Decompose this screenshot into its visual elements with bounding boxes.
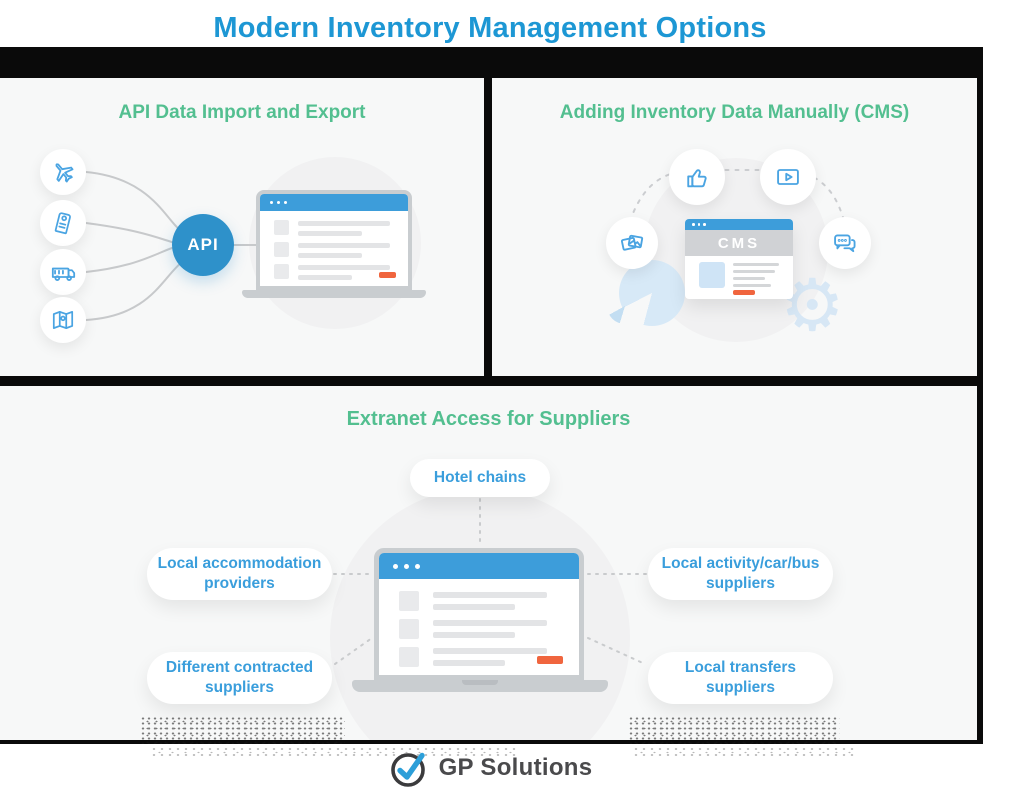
- cms-browser-window: CMS: [685, 219, 793, 299]
- supplier-pill-local-transfers: Local transfers suppliers: [648, 652, 833, 704]
- placeholder-line: [433, 592, 547, 598]
- border-bottom-edge: [0, 740, 983, 744]
- checkmark-circle-icon: [390, 752, 425, 787]
- video-player-icon: [777, 169, 799, 185]
- pie-slice-icon: [607, 288, 643, 324]
- bubble-video: [760, 149, 816, 205]
- placeholder-line: [433, 648, 547, 654]
- bubble-van: [40, 249, 86, 295]
- image-placeholder: [699, 262, 725, 288]
- placeholder-line: [733, 284, 771, 287]
- thumbs-up-icon: [687, 169, 707, 188]
- placeholder-thumb: [399, 591, 419, 611]
- border-vertical-divider: [484, 78, 492, 380]
- cta-button-placeholder: [537, 656, 563, 664]
- bubble-chat: [819, 217, 871, 269]
- window-dot: [415, 563, 420, 569]
- supplier-pill-different-contracted: Different contracted suppliers: [147, 652, 332, 704]
- supplier-pill-local-activity: Local activity/car/bus suppliers: [648, 548, 833, 600]
- bubble-map: [40, 297, 86, 343]
- supplier-pill-hotel-chains: Hotel chains: [410, 459, 550, 497]
- cta-button-placeholder: [733, 290, 755, 295]
- placeholder-line: [298, 221, 390, 226]
- placeholder-line: [433, 660, 505, 666]
- brand-name: GP Solutions: [438, 754, 593, 781]
- border-middle-band: [0, 376, 983, 386]
- airplane-icon: [55, 162, 73, 182]
- laptop-base: [242, 290, 426, 298]
- placeholder-line: [298, 275, 352, 280]
- panel-api-heading: API Data Import and Export: [118, 102, 366, 123]
- bubble-thumbs-up: [669, 149, 725, 205]
- bubble-airplane: [40, 149, 86, 195]
- border-top-band: [0, 47, 983, 78]
- extranet-laptop-screen: [374, 548, 584, 680]
- panel-api: API Data Import and Export: [0, 78, 484, 376]
- border-right-edge: [977, 47, 983, 744]
- placeholder-line: [298, 243, 390, 248]
- placeholder-line: [433, 604, 515, 610]
- window-dot: [277, 201, 280, 204]
- placeholder-line: [733, 263, 779, 266]
- window-dot: [692, 223, 695, 226]
- placeholder-thumb: [399, 647, 419, 667]
- window-dot: [270, 201, 273, 204]
- window-dot: [393, 563, 398, 569]
- window-titlebar: [260, 194, 408, 211]
- placeholder-line: [298, 265, 390, 270]
- panel-extranet-heading: Extranet Access for Suppliers: [346, 408, 631, 430]
- cms-banner: CMS: [685, 230, 793, 256]
- placeholder-line: [298, 253, 362, 258]
- bubble-tag: [40, 200, 86, 246]
- placeholder-thumb: [274, 220, 289, 235]
- supplier-pill-local-accommodation: Local accommodation providers: [147, 548, 332, 600]
- api-hub-badge: API: [172, 214, 234, 276]
- placeholder-line: [433, 632, 515, 638]
- window-dot: [284, 201, 287, 204]
- window-titlebar: [685, 219, 793, 230]
- door-hanger-tag-icon: [54, 212, 71, 235]
- panel-extranet: Extranet Access for Suppliers: [0, 386, 977, 740]
- window-dot: [703, 223, 706, 226]
- placeholder-line: [433, 620, 547, 626]
- photos-icon: [620, 234, 644, 251]
- shuttle-van-icon: [51, 267, 75, 281]
- laptop-notch: [462, 680, 498, 685]
- window-dot: [404, 563, 409, 569]
- laptop-base: [352, 680, 608, 692]
- placeholder-thumb: [399, 619, 419, 639]
- page-title: Modern Inventory Management Options: [213, 12, 767, 44]
- panel-cms: Adding Inventory Data Manually (CMS) ⚙: [492, 78, 977, 376]
- placeholder-line: [733, 277, 765, 280]
- bubble-photos: [606, 217, 658, 269]
- cta-button-placeholder: [379, 272, 396, 278]
- api-laptop-screen: [256, 190, 412, 290]
- placeholder-thumb: [274, 264, 289, 279]
- placeholder-line: [733, 270, 775, 273]
- footer-logo: GP Solutions: [0, 742, 980, 794]
- chat-icon: [834, 234, 856, 253]
- map-icon: [52, 311, 74, 329]
- window-titlebar: [379, 553, 579, 579]
- panel-cms-heading: Adding Inventory Data Manually (CMS): [559, 102, 910, 123]
- window-dot: [697, 223, 700, 226]
- placeholder-line: [298, 231, 362, 236]
- placeholder-thumb: [274, 242, 289, 257]
